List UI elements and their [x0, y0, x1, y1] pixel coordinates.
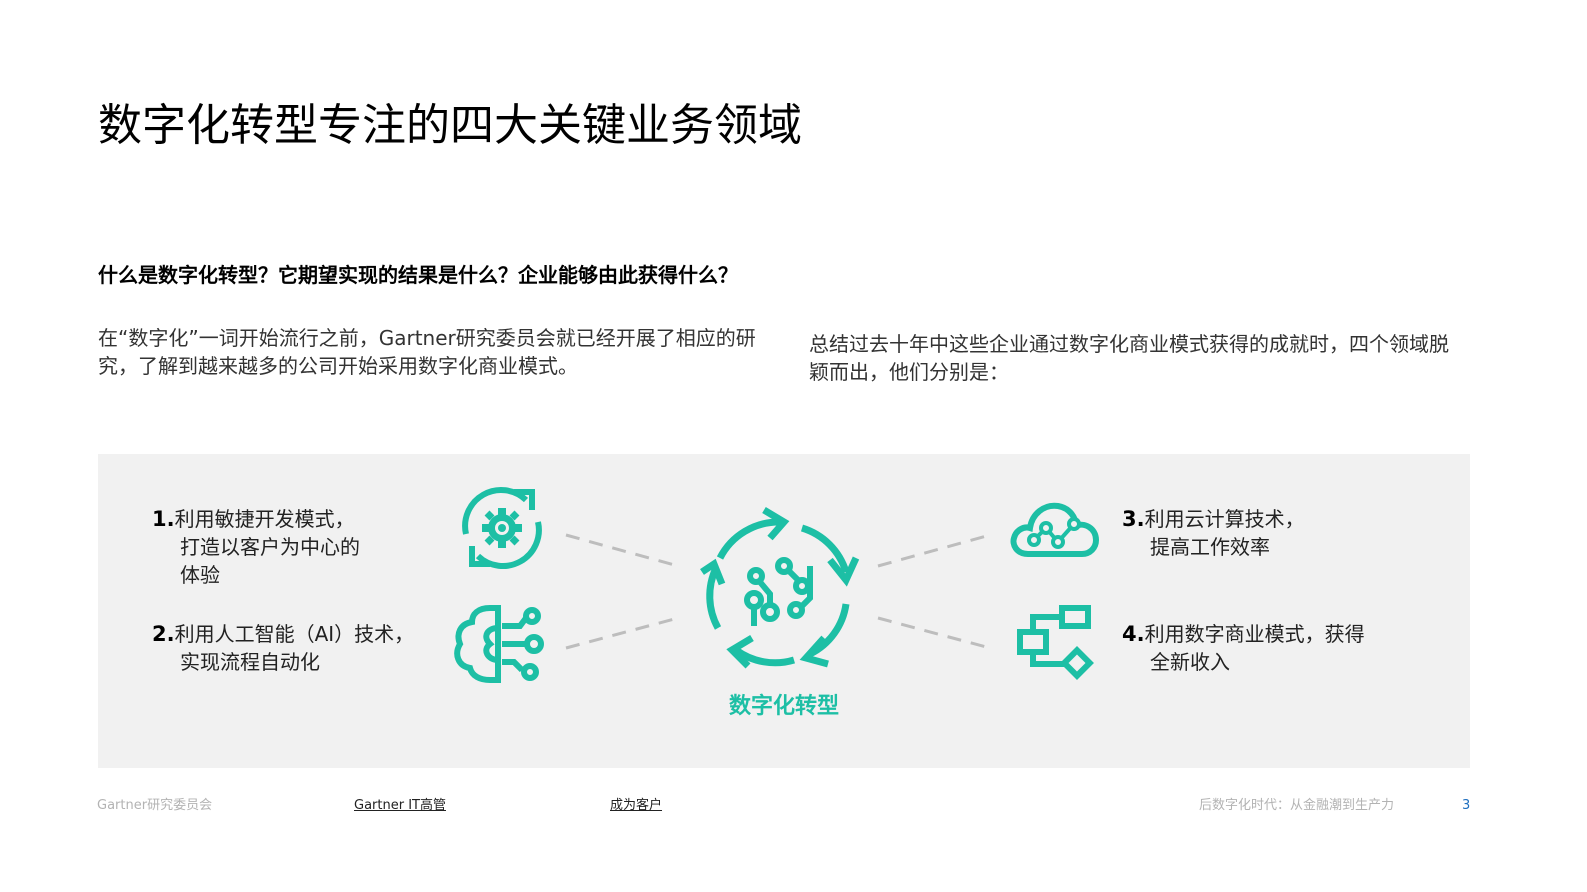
focus-item-2: 2.利用人工智能（AI）技术， 实现流程自动化 — [152, 622, 415, 674]
brain-circuit-icon — [454, 605, 544, 683]
focus-item-4: 4.利用数字商业模式，获得 全新收入 — [1122, 622, 1365, 674]
footer-link-gartner-it[interactable]: Gartner IT高管 — [354, 798, 446, 813]
center-label: 数字化转型 — [729, 694, 840, 719]
question-heading: 什么是数字化转型？它期望实现的结果是什么？企业能够由此获得什么？ — [98, 263, 738, 287]
intro-right-text: 总结过去十年中这些企业通过数字化商业模式获得的成就时，四个领域脱颖而出，他们分别… — [809, 332, 1449, 384]
focus-item-3: 3.利用云计算技术， 提高工作效率 — [1122, 507, 1305, 559]
footer-doc-title: 后数字化时代：从金融潮到生产力 — [1199, 798, 1395, 813]
page-number: 3 — [1462, 798, 1471, 813]
circuit-cycle-icon — [700, 506, 860, 669]
footer-link-become-client[interactable]: 成为客户 — [610, 798, 663, 813]
gear-sync-icon — [462, 487, 542, 569]
flowchart-icon — [1017, 605, 1094, 680]
intro-left-text: 在“数字化”一词开始流行之前，Gartner研究委员会就已经开展了相应的研究，了… — [98, 326, 756, 378]
footer-org: Gartner研究委员会 — [97, 798, 213, 813]
diagram-panel — [98, 454, 1470, 768]
cloud-network-icon — [1010, 502, 1100, 557]
focus-item-1: 1.利用敏捷开发模式， 打造以客户为中心的 体验 — [152, 507, 360, 587]
page-title: 数字化转型专注的四大关键业务领域 — [98, 100, 802, 151]
